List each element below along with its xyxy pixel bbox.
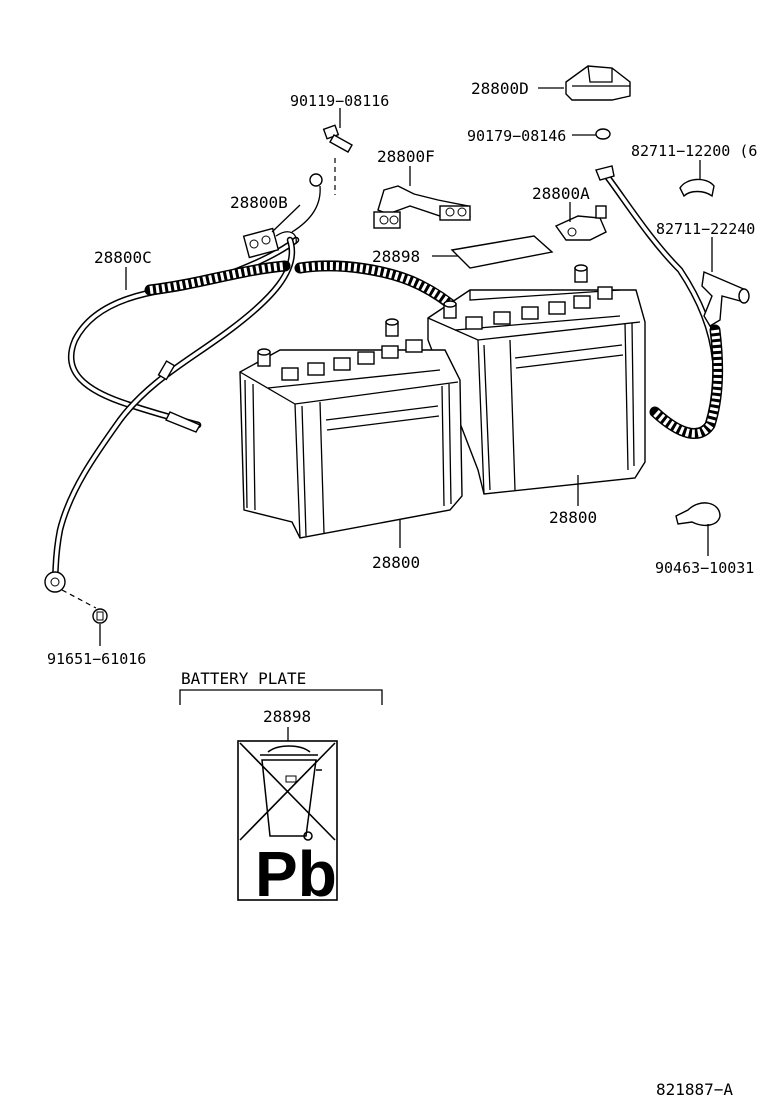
cable-28800a [595,165,724,439]
part-82711-22240-bracket [701,270,750,327]
part-82711-12200-clamp [679,178,715,198]
label-91651-61016: 91651−61016 [47,650,146,668]
label-28800a: 28800A [532,184,590,203]
label-28800b: 28800B [230,193,288,212]
part-labels: 28800D 90119−08116 90179−08146 82711−122… [47,79,760,668]
part-28898-plate [450,235,554,269]
part-90179-nut [595,128,611,140]
label-28898-top: 28898 [372,247,420,266]
label-28800-right: 28800 [549,508,597,527]
part-28800f-connector [373,185,471,229]
figure-id: 821887−A [656,1080,733,1099]
battery-plate-heading: BATTERY PLATE [181,669,306,688]
crossed-bin-icon [239,742,336,841]
part-28800b-terminal [242,173,323,259]
part-91651-bolt [61,589,108,624]
label-82711-12200: 82711−12200 (6) [631,142,760,160]
battery-left-terminals [257,318,423,381]
battery-plate-part-label: 28898 [263,707,311,726]
battery-right-terminals [443,264,613,330]
label-28800f: 28800F [377,147,435,166]
part-28800d-cover [565,65,631,101]
lead-symbol: Pb [255,838,337,910]
part-28800a-terminal [554,205,607,241]
part-90119-bolt [322,124,353,195]
battery-left [239,318,463,539]
label-82711-22240: 82711−22240 [656,220,755,238]
label-90463-10031: 90463−10031 [655,559,754,577]
part-90463-clamp [675,502,721,527]
cable-28800c [44,236,300,593]
label-90179-08146: 90179−08146 [467,127,566,145]
cable-28800b-link [294,260,466,318]
label-90119-08116: 90119−08116 [290,92,389,110]
label-28800d: 28800D [471,79,529,98]
leader-lines [99,87,713,646]
label-28800c: 28800C [94,248,152,267]
label-28800-left: 28800 [372,553,420,572]
battery-plate-section: BATTERY PLATE 28898 Pb [179,669,383,910]
